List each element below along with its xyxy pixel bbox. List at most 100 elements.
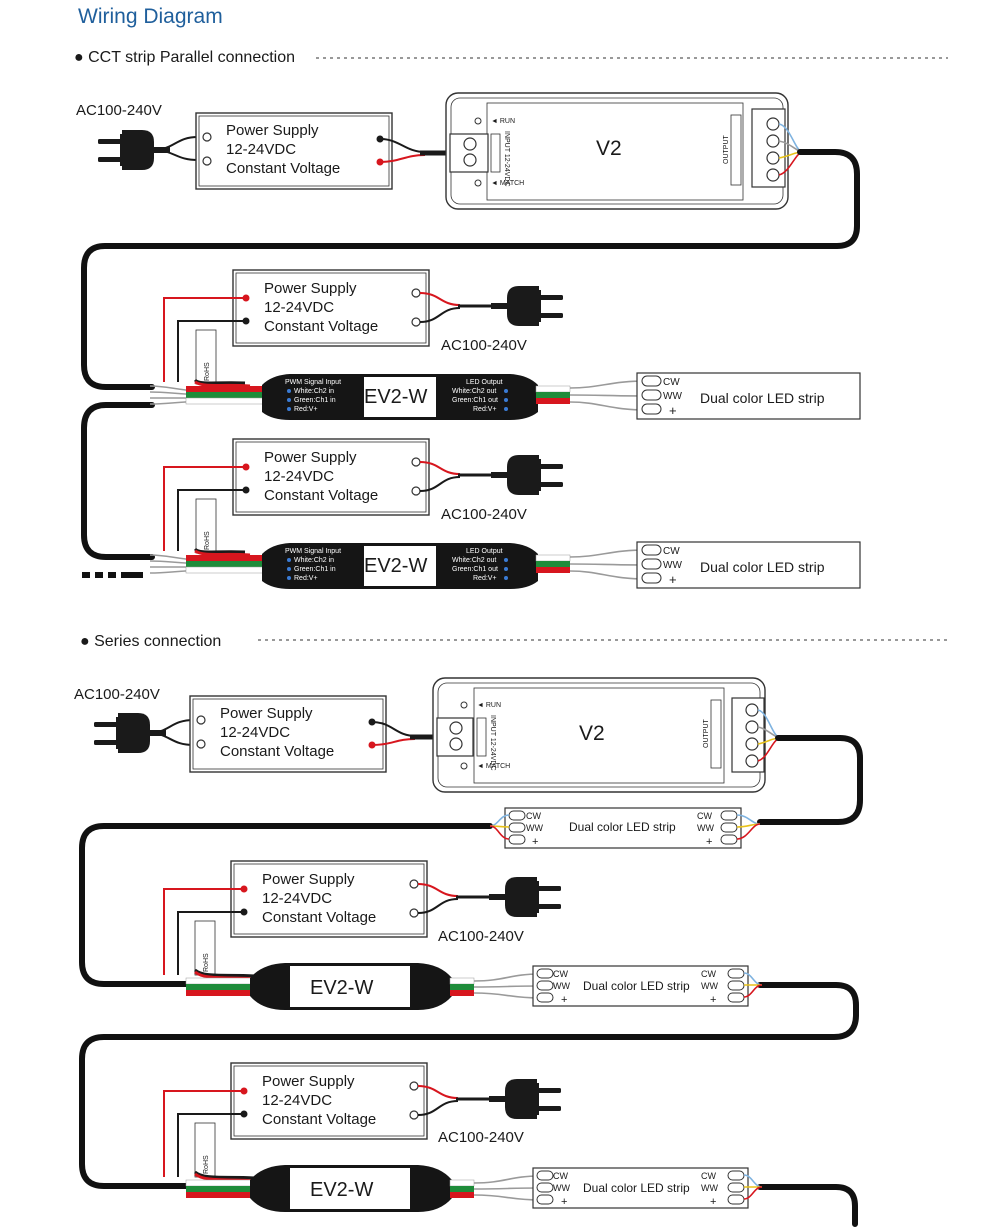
ev2w-output-row1-2: White:Ch2 out bbox=[452, 557, 496, 564]
s3-cw-left: CW bbox=[553, 1171, 568, 1181]
psu-ev2-line-1: Power Supply bbox=[264, 449, 357, 466]
ev2w-input-row3-2: Red:V+ bbox=[294, 575, 318, 582]
strip-ww-label-p2: WW bbox=[663, 560, 682, 571]
ev2w-series-controller-1 bbox=[250, 963, 452, 1010]
ev2w-output-row3-1: Red:V+ bbox=[473, 406, 497, 413]
rohs-label-series-ev1: RoHS bbox=[203, 953, 210, 972]
continuation-dashes bbox=[82, 572, 143, 578]
s3-plus-left: + bbox=[561, 1196, 567, 1208]
ev2w-output-row1-1: White:Ch2 out bbox=[452, 388, 496, 395]
psu-s-top-line-2: 12-24VDC bbox=[220, 724, 290, 741]
psu-s-ev1-line-3: Constant Voltage bbox=[262, 909, 376, 926]
ev2w-output-row2-2: Green:Ch1 out bbox=[452, 566, 498, 573]
ev2w-model-label-2: EV2-W bbox=[364, 555, 427, 577]
signal-cable-parallel bbox=[81, 149, 860, 390]
ev2w-input-row2-1: Green:Ch1 in bbox=[294, 397, 336, 404]
power-supply-ev2 bbox=[232, 438, 430, 516]
ev2w-series-controller-2 bbox=[250, 1165, 452, 1212]
ev2w-output-title-1: LED Output bbox=[466, 379, 503, 386]
v2s-run-label: ◄ RUN bbox=[477, 702, 501, 709]
ev2w-input-row1-1: White:Ch2 in bbox=[294, 388, 334, 395]
psu-top-line-1: Power Supply bbox=[226, 122, 319, 139]
strip-label-p1: Dual color LED strip bbox=[700, 390, 825, 406]
ac-label-ev2: AC100-240V bbox=[441, 506, 527, 523]
psu-ev1-line-2: 12-24VDC bbox=[264, 299, 334, 316]
v2-run-label: ◄ RUN bbox=[491, 118, 515, 125]
ev2w-output-row2-1: Green:Ch1 out bbox=[452, 397, 498, 404]
ac-plug-series-ev2-icon bbox=[489, 1079, 561, 1119]
strip-plus-label-p2: + bbox=[669, 572, 677, 587]
ev2w-input-title-2: PWM Signal Input bbox=[285, 548, 341, 555]
psu-top-line-3: Constant Voltage bbox=[226, 160, 340, 177]
psu-ev2-line-3: Constant Voltage bbox=[264, 487, 378, 504]
s3-cw-right: CW bbox=[701, 1171, 716, 1181]
psu-ev1-line-1: Power Supply bbox=[264, 280, 357, 297]
psu-s-ev2-line-2: 12-24VDC bbox=[262, 1092, 332, 1109]
s2-cw-right: CW bbox=[701, 969, 716, 979]
v2-model-label: V2 bbox=[596, 137, 622, 160]
v2-input-label: INPUT 12-24VDC bbox=[503, 131, 510, 187]
led-strip-series-3 bbox=[532, 1167, 749, 1209]
ev2w-input-row2-2: Green:Ch1 in bbox=[294, 566, 336, 573]
psu-top-line-2: 12-24VDC bbox=[226, 141, 296, 158]
psu-s-ev2-line-1: Power Supply bbox=[262, 1073, 355, 1090]
ev2w-input-row3-1: Red:V+ bbox=[294, 406, 318, 413]
psu-s-ev2-line-3: Constant Voltage bbox=[262, 1111, 376, 1128]
strip-cw-label-p1: CW bbox=[663, 377, 680, 388]
section-heading-series: ● Series connection bbox=[80, 633, 221, 650]
ev2w-model-label-1: EV2-W bbox=[364, 386, 427, 408]
rohs-label-ev1: RoHS bbox=[204, 362, 211, 381]
s1-plus-left: + bbox=[532, 836, 538, 848]
psu-ev1-line-3: Constant Voltage bbox=[264, 318, 378, 335]
ev2w-controller-1 bbox=[262, 374, 538, 420]
ac-label-series-top: AC100-240V bbox=[74, 686, 160, 703]
ev2w-input-title-1: PWM Signal Input bbox=[285, 379, 341, 386]
strip-ww-label-p1: WW bbox=[663, 391, 682, 402]
s1-cw-right: CW bbox=[697, 811, 712, 821]
ac-label-series-ev2: AC100-240V bbox=[438, 1129, 524, 1146]
ev2w-output-title-2: LED Output bbox=[466, 548, 503, 555]
led-strip-series-1 bbox=[504, 807, 742, 849]
v2s-model-label: V2 bbox=[579, 722, 605, 745]
s2-plus-left: + bbox=[561, 994, 567, 1006]
s2-ww-right: WW bbox=[701, 981, 718, 991]
s3-strip-label: Dual color LED strip bbox=[583, 1181, 690, 1195]
v2s-input-label: INPUT 12-24VDC bbox=[489, 715, 496, 771]
s2-ww-left: WW bbox=[553, 981, 570, 991]
led-strip-parallel-1 bbox=[636, 372, 861, 420]
section-heading-parallel: ● CCT strip Parallel connection bbox=[74, 49, 295, 66]
psu-s-ev1-line-1: Power Supply bbox=[262, 871, 355, 888]
ac-label-series-ev1: AC100-240V bbox=[438, 928, 524, 945]
power-supply-series-ev1 bbox=[230, 860, 428, 938]
s3-ww-right: WW bbox=[701, 1183, 718, 1193]
signal-cable-series bbox=[757, 735, 863, 825]
v2s-output-label: OUTPUT bbox=[703, 719, 710, 749]
ac-label-ev1: AC100-240V bbox=[441, 337, 527, 354]
led-strip-parallel-2 bbox=[636, 541, 861, 589]
psu-s-top-line-1: Power Supply bbox=[220, 705, 313, 722]
strip-label-p2: Dual color LED strip bbox=[700, 559, 825, 575]
ac-plug-ev1-icon bbox=[491, 286, 563, 326]
rohs-label-ev2: RoHS bbox=[204, 531, 211, 550]
ac-plug-ev2-icon bbox=[491, 455, 563, 495]
page-title: Wiring Diagram bbox=[78, 5, 223, 28]
s1-ww-left: WW bbox=[526, 823, 543, 833]
v2-output-label: OUTPUT bbox=[723, 135, 730, 165]
s1-strip-label: Dual color LED strip bbox=[569, 820, 676, 834]
rohs-label-series-ev2: RoHS bbox=[203, 1155, 210, 1174]
ev2w-series-label-2: EV2-W bbox=[310, 1179, 373, 1201]
strip-cw-label-p2: CW bbox=[663, 546, 680, 557]
strip-plus-label-p1: + bbox=[669, 403, 677, 418]
ev2w-input-row1-2: White:Ch2 in bbox=[294, 557, 334, 564]
power-supply-series-ev2 bbox=[230, 1062, 428, 1140]
s2-strip-label: Dual color LED strip bbox=[583, 979, 690, 993]
s3-ww-left: WW bbox=[553, 1183, 570, 1193]
v2s-match-label: ◄ MATCH bbox=[477, 763, 510, 770]
psu-s-ev1-line-2: 12-24VDC bbox=[262, 890, 332, 907]
v2-match-label: ◄ MATCH bbox=[491, 180, 524, 187]
s1-ww-right: WW bbox=[697, 823, 714, 833]
s3-plus-right: + bbox=[710, 1196, 716, 1208]
led-strip-series-2 bbox=[532, 965, 749, 1007]
psu-ev2-line-2: 12-24VDC bbox=[264, 468, 334, 485]
